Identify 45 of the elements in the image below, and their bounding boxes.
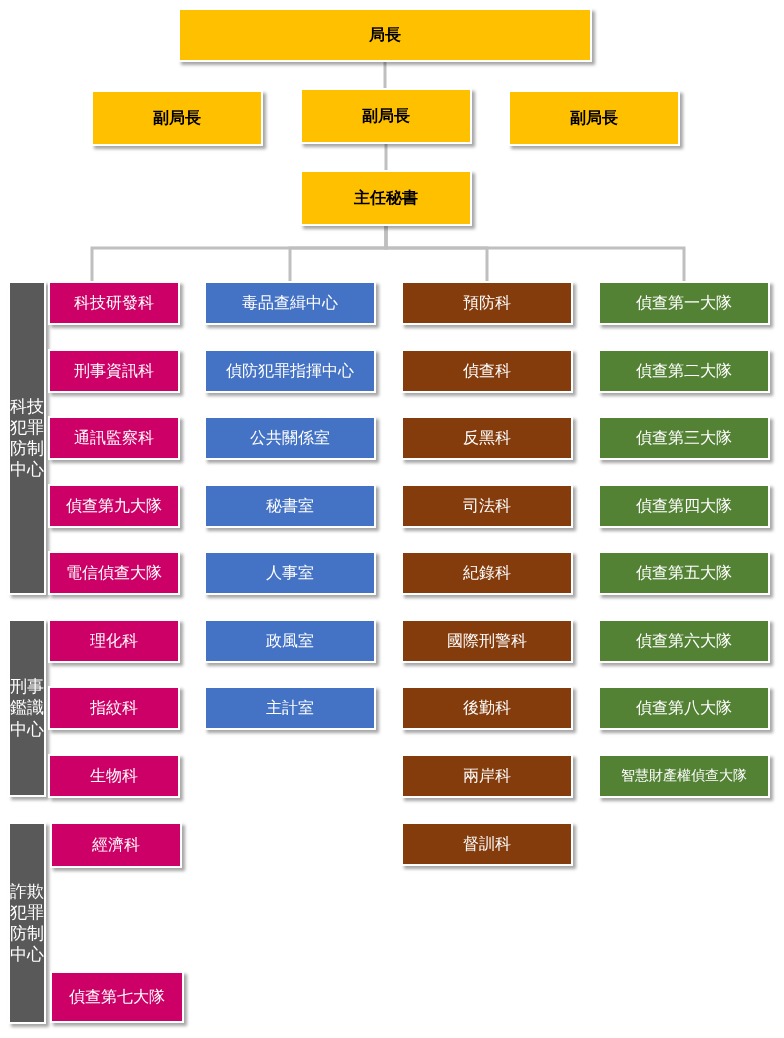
- officer-box: 副局長: [91, 90, 263, 146]
- office-box: 主計室: [204, 686, 376, 730]
- section-box: 生物科: [48, 754, 180, 798]
- brigade-box: 偵查第六大隊: [598, 619, 770, 663]
- section-box: 兩岸科: [401, 754, 573, 798]
- office-box: 毒品查緝中心: [204, 281, 376, 325]
- brigade-box: 偵查第二大隊: [598, 349, 770, 393]
- section-box: 國際刑警科: [401, 619, 573, 663]
- officer-box: 局長: [178, 8, 592, 62]
- section-box: 紀錄科: [401, 551, 573, 595]
- officer-box: 主任秘書: [300, 170, 472, 226]
- section-box: 反黑科: [401, 416, 573, 460]
- brigade-box: 偵查第三大隊: [598, 416, 770, 460]
- office-box: 偵防犯罪指揮中心: [204, 349, 376, 393]
- section-box: 指紋科: [48, 686, 180, 730]
- center-label-bar: 科技犯罪防制中心: [8, 281, 46, 595]
- office-box: 政風室: [204, 619, 376, 663]
- section-box: 偵查第九大隊: [48, 484, 180, 528]
- brigade-box: 偵查第八大隊: [598, 686, 770, 730]
- section-box: 督訓科: [401, 822, 573, 866]
- office-box: 公共關係室: [204, 416, 376, 460]
- officer-box: 副局長: [300, 88, 472, 144]
- section-box: 偵查科: [401, 349, 573, 393]
- section-box: 電信偵查大隊: [48, 551, 180, 595]
- brigade-box: 偵查第五大隊: [598, 551, 770, 595]
- section-box: 刑事資訊科: [48, 349, 180, 393]
- connector-line: [384, 226, 686, 281]
- brigade-box: 偵查第四大隊: [598, 484, 770, 528]
- section-box: 通訊監察科: [48, 416, 180, 460]
- center-label-bar: 刑事鑑識中心: [8, 619, 46, 797]
- office-box: 人事室: [204, 551, 376, 595]
- section-box: 科技研發科: [48, 281, 180, 325]
- section-box: 經濟科: [50, 822, 182, 868]
- officer-box: 副局長: [508, 90, 680, 146]
- section-box: 偵查第七大隊: [50, 971, 184, 1023]
- brigade-box: 偵查第一大隊: [598, 281, 770, 325]
- section-box: 預防科: [401, 281, 573, 325]
- section-box: 司法科: [401, 484, 573, 528]
- connector-line: [383, 62, 387, 88]
- office-box: 秘書室: [204, 484, 376, 528]
- section-box: 理化科: [48, 619, 180, 663]
- connector-line: [384, 144, 388, 170]
- brigade-box: 智慧財產權偵查大隊: [598, 754, 770, 798]
- section-box: 後勤科: [401, 686, 573, 730]
- center-label-bar: 詐欺犯罪防制中心: [8, 822, 46, 1024]
